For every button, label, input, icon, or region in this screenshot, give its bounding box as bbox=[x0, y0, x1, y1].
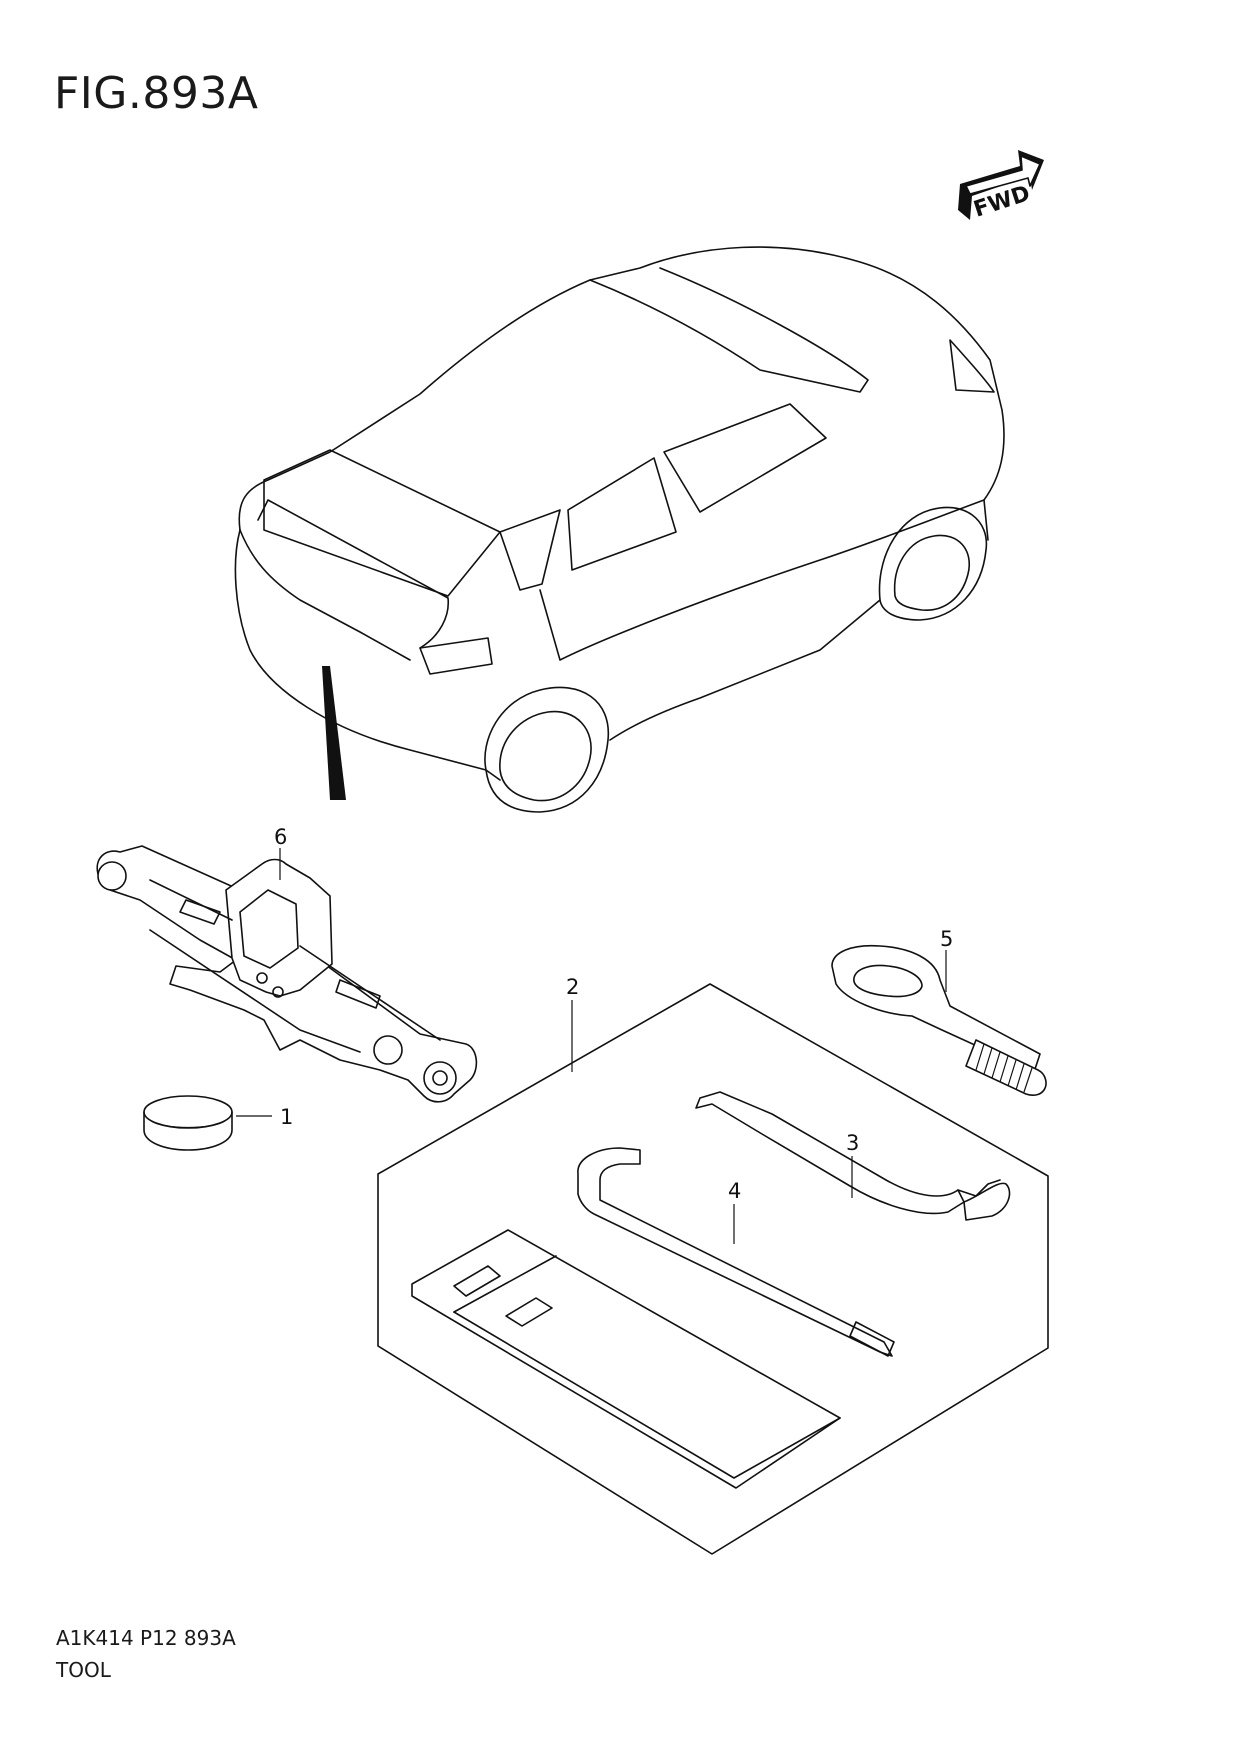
jack-handle bbox=[577, 1147, 895, 1357]
callout-5: 5 bbox=[940, 927, 953, 951]
fwd-arrow-icon: FWD bbox=[958, 150, 1044, 223]
scissor-jack bbox=[96, 845, 478, 1103]
figure-code: A1K414 P12 893A bbox=[56, 1626, 236, 1650]
callout-3: 3 bbox=[846, 1131, 859, 1155]
callout-1: 1 bbox=[280, 1105, 293, 1129]
callout-4: 4 bbox=[728, 1179, 741, 1203]
tool-kit-box bbox=[377, 983, 1049, 1555]
figure-caption: TOOL bbox=[56, 1658, 111, 1682]
leader-lines bbox=[236, 848, 947, 1244]
owner-manual bbox=[411, 1229, 841, 1489]
vehicle-illustration bbox=[234, 246, 1005, 813]
towing-eye bbox=[831, 944, 1047, 1096]
callout-6: 6 bbox=[274, 825, 287, 849]
callout-2: 2 bbox=[566, 975, 579, 999]
ring-part bbox=[143, 1095, 233, 1151]
figure-title: FIG.893A bbox=[54, 68, 259, 119]
wheel-wrench bbox=[695, 1091, 1011, 1221]
